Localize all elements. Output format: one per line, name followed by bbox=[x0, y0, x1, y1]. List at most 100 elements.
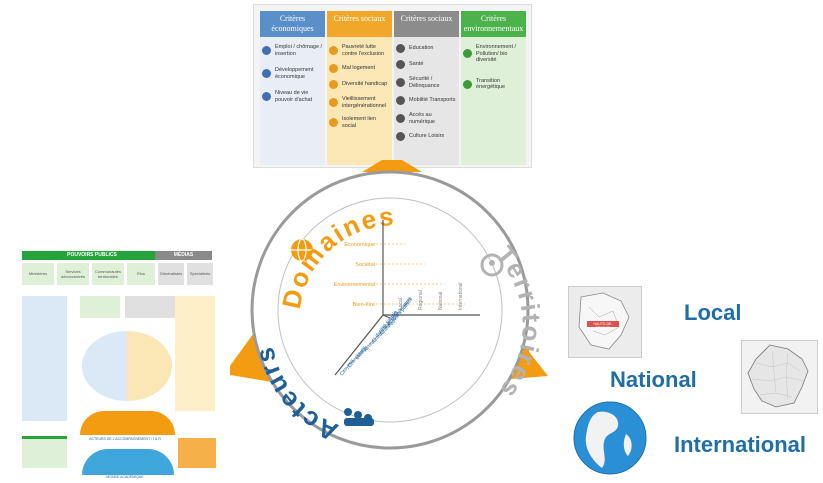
criteria-item-label: Environnement / Pollution/ bio diversité bbox=[476, 44, 517, 63]
wallet-icon bbox=[262, 92, 271, 101]
criteria-column-environnementaux: Critères environnementaux Environnement … bbox=[461, 11, 526, 167]
location-pin-icon bbox=[480, 253, 504, 277]
house-icon bbox=[329, 64, 338, 73]
criteria-column-title: Critères sociaux bbox=[327, 11, 392, 37]
culture-icon bbox=[396, 132, 405, 141]
x-axis-label: National bbox=[438, 292, 444, 310]
battery-icon bbox=[463, 79, 472, 89]
level-international: International bbox=[674, 432, 807, 457]
criteria-item: Pauvreté lutte contre l'exclusion bbox=[329, 44, 390, 57]
criteria-item: Mobilité Transports bbox=[396, 96, 457, 105]
criteria-item: Vieillissement intergénérationnel bbox=[329, 96, 390, 109]
criteria-item: Santé bbox=[396, 60, 457, 69]
x-axis-label: Régional bbox=[418, 290, 424, 310]
enterprises-column bbox=[22, 296, 67, 421]
health-icon bbox=[396, 60, 405, 69]
cursor-icon bbox=[396, 114, 405, 123]
france-map bbox=[741, 340, 818, 414]
criteria-column-sociaux-2: Critères sociaux Education Santé Sécurit… bbox=[394, 11, 459, 167]
actor-box: Services déconcentrés bbox=[57, 263, 89, 285]
y-axis-label: Economique bbox=[344, 242, 375, 248]
public-investment-box bbox=[80, 296, 120, 318]
central-ellipse bbox=[82, 331, 172, 401]
criteria-item-label: Education bbox=[409, 45, 434, 52]
regional-map: HAUTS-DE-FRANCE bbox=[568, 286, 642, 358]
criteria-column-title: Critères environnementaux bbox=[461, 11, 526, 37]
y-axis-label: Bien-être bbox=[353, 302, 375, 308]
criteria-item-label: Santé bbox=[409, 61, 424, 68]
criteria-item-label: Développement économique bbox=[275, 67, 314, 80]
criteria-item: Accès au numérique bbox=[396, 112, 457, 125]
y-axis-label: Environnemental bbox=[334, 282, 375, 288]
criteria-item-label: Diversité handicap bbox=[342, 81, 388, 88]
actor-box: Élus bbox=[127, 263, 155, 285]
criteria-item-label: Transition énergétique bbox=[476, 77, 506, 91]
criteria-item: Emploi / chômage / insertion bbox=[262, 44, 323, 57]
people-icon bbox=[329, 98, 338, 107]
crowd-icon bbox=[344, 408, 374, 426]
pouvoirs-publics-header: POUVOIRS PUBLICS bbox=[22, 251, 162, 260]
criteria-item-label: Culture Loisirs bbox=[409, 133, 445, 140]
actor-box: Spécialisés bbox=[187, 263, 213, 285]
actor-box: Ministères bbox=[22, 263, 54, 285]
research-box bbox=[178, 438, 216, 468]
axes bbox=[334, 220, 480, 376]
criteria-column-economiques: Critères économiques Emploi / chômage / … bbox=[260, 11, 325, 167]
x-axis-label: Local bbox=[398, 298, 404, 310]
criteria-item-label: Vieillissement intergénérationnel bbox=[342, 96, 387, 109]
criteria-item-label: Isolement lien social bbox=[342, 116, 376, 129]
academic-label: MONDE ACADÉMIQUE bbox=[106, 475, 144, 479]
criteria-item-label: Niveau de vie pouvoir d'achat bbox=[275, 90, 313, 103]
inner-ring bbox=[277, 197, 503, 423]
actors-panel: POUVOIRS PUBLICS MÉDIAS Ministères Servi… bbox=[10, 246, 220, 479]
level-national: National bbox=[610, 367, 697, 392]
region-label: HAUTS-DE-FRANCE bbox=[593, 322, 613, 330]
actor-box: Communautés territoriales bbox=[92, 263, 124, 285]
criteria-column-body: Emploi / chômage / insertion Développeme… bbox=[260, 37, 325, 165]
criteria-item-label: Pauvreté lutte contre l'exclusion bbox=[342, 44, 385, 57]
criteria-item: Sécurité / Délinquance bbox=[396, 76, 457, 89]
criteria-item-label: Sécurité / Délinquance bbox=[409, 76, 440, 89]
criteria-item: Education bbox=[396, 44, 457, 53]
criteria-item-label: Mobilité Transports bbox=[409, 97, 456, 104]
criteria-item-label: Accès au numérique bbox=[409, 112, 435, 125]
briefcase-icon bbox=[262, 46, 271, 55]
criteria-item-label: Mal logement bbox=[342, 65, 376, 72]
criteria-panel: Critères économiques Emploi / chômage / … bbox=[253, 4, 532, 168]
accompaniment-label: ACTEURS DE L'ACCOMPAGNEMENT / I & R bbox=[89, 437, 161, 441]
criteria-item: Mal logement bbox=[329, 64, 390, 73]
representative-orgs-box bbox=[125, 296, 175, 318]
hand-icon bbox=[329, 46, 338, 55]
criteria-column-sociaux: Critères sociaux Pauvreté lutte contre l… bbox=[327, 11, 392, 167]
wheelchair-icon bbox=[329, 80, 338, 89]
graduation-icon bbox=[396, 44, 405, 53]
level-local: Local bbox=[684, 300, 742, 325]
three-axes-diagram: Domaines Territoires Acteurs Economique … bbox=[230, 160, 548, 450]
criteria-item: Diversité handicap bbox=[329, 80, 390, 89]
growth-icon bbox=[262, 69, 271, 78]
financial-orgs-box bbox=[22, 436, 67, 468]
link-icon bbox=[329, 118, 338, 127]
criteria-column-body: Education Santé Sécurité / Délinquance M… bbox=[394, 37, 459, 165]
criteria-column-body: Pauvreté lutte contre l'exclusion Mal lo… bbox=[327, 37, 392, 165]
criteria-item: Environnement / Pollution/ bio diversité bbox=[463, 44, 524, 64]
associations-column bbox=[175, 296, 215, 411]
police-car-icon bbox=[396, 78, 405, 87]
medias-header: MÉDIAS bbox=[155, 251, 212, 260]
criteria-column-body: Environnement / Pollution/ bio diversité… bbox=[461, 37, 526, 165]
actor-box: Généralistes bbox=[158, 263, 184, 285]
criteria-item: Développement économique bbox=[262, 67, 323, 80]
globe-image bbox=[568, 398, 652, 478]
y-axis-label: Sociétal bbox=[355, 262, 375, 268]
criteria-column-title: Critères économiques bbox=[260, 11, 325, 37]
criteria-item: Culture Loisirs bbox=[396, 132, 457, 141]
criteria-item: Niveau de vie pouvoir d'achat bbox=[262, 90, 323, 103]
academic-arc bbox=[82, 449, 174, 475]
criteria-column-title: Critères sociaux bbox=[394, 11, 459, 37]
accompaniment-arc bbox=[80, 411, 175, 435]
x-axis-label: International bbox=[458, 282, 464, 310]
leaf-icon bbox=[463, 49, 472, 59]
criteria-item-label: Emploi / chômage / insertion bbox=[275, 44, 323, 57]
domaines-globe-icon bbox=[291, 238, 313, 262]
bus-icon bbox=[396, 96, 405, 105]
